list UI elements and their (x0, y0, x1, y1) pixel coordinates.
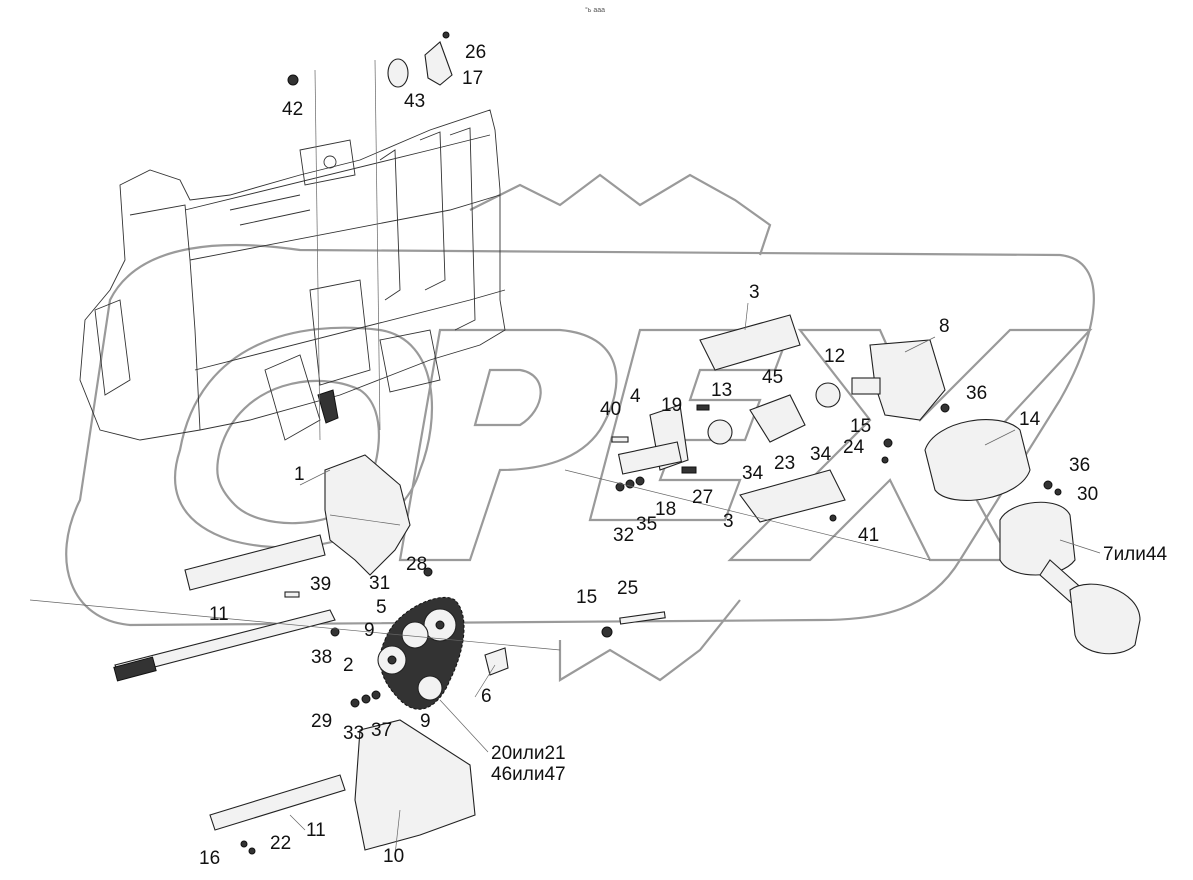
callout-label-17: 17 (462, 68, 483, 89)
callout-label-3b: 3 (723, 511, 734, 532)
callout-label-30: 30 (1077, 484, 1098, 505)
callout-label-15a: 15 (850, 416, 871, 437)
callout-label-20: 20или21 (491, 743, 566, 764)
callout-label-36a: 36 (966, 383, 987, 404)
callout-label-40: 40 (600, 399, 621, 420)
callout-label-38: 38 (311, 647, 332, 668)
header-mark: °ь ааа (585, 6, 605, 14)
callout-label-34a: 34 (810, 444, 832, 465)
pulley-part-14 (924, 419, 1031, 501)
cover-part-1 (324, 454, 411, 576)
callout-label-9b: 9 (420, 711, 431, 732)
callout-label-36b: 36 (1069, 455, 1090, 476)
callout-label-35: 35 (636, 514, 657, 535)
callout-label-7: 7или44 (1103, 544, 1167, 565)
callout-label-15b: 15 (576, 587, 597, 608)
callout-label-9a: 9 (364, 620, 375, 641)
callout-label-1: 1 (294, 464, 305, 485)
shaft-part-2 (113, 609, 336, 682)
driveshaft-part-7 (999, 480, 1141, 655)
callout-label-34b: 34 (742, 463, 764, 484)
callout-label-39: 39 (310, 574, 331, 595)
callout-label-22: 22 (270, 833, 291, 854)
shield-part-11-bottom (209, 774, 346, 855)
callout-label-23: 23 (774, 453, 795, 474)
callout-label-28: 28 (406, 554, 427, 575)
callout-label-31: 31 (369, 573, 390, 594)
callout-label-18: 18 (655, 499, 676, 520)
callout-label-37: 37 (371, 720, 392, 741)
callout-label-19: 19 (661, 395, 682, 416)
callout-label-2: 2 (343, 655, 354, 676)
callout-label-13: 13 (711, 380, 732, 401)
gearbox-assembly (611, 314, 950, 523)
callout-label-46: 46или47 (491, 764, 566, 785)
frame-housing (79, 59, 506, 441)
bolt-part-25 (601, 611, 666, 638)
callout-label-6: 6 (481, 686, 492, 707)
callout-label-32: 32 (613, 525, 634, 546)
callout-label-11b: 11 (306, 820, 326, 841)
callout-label-3a: 3 (749, 282, 760, 303)
callout-label-45: 45 (762, 367, 783, 388)
callout-label-16: 16 (199, 848, 220, 869)
bearing-parts-top (387, 31, 453, 88)
callout-label-4: 4 (630, 386, 641, 407)
callout-label-14: 14 (1019, 409, 1041, 430)
callout-label-42: 42 (282, 99, 303, 120)
callout-label-12: 12 (824, 346, 845, 367)
chain-drive (377, 596, 465, 710)
callout-label-24: 24 (843, 437, 865, 458)
callout-label-11a: 11 (209, 604, 229, 625)
small-parts-lower-left (284, 74, 509, 708)
callout-label-5: 5 (376, 597, 387, 618)
callout-label-25: 25 (617, 578, 638, 599)
callout-label-43: 43 (404, 91, 425, 112)
cover-part-10 (354, 719, 476, 851)
callout-label-10: 10 (383, 846, 404, 867)
callout-label-33: 33 (343, 723, 364, 744)
callout-label-41: 41 (858, 525, 879, 546)
leader-lines (29, 302, 1101, 856)
callout-label-27: 27 (692, 487, 713, 508)
callout-label-8: 8 (939, 316, 950, 337)
callout-label-26: 26 (465, 42, 486, 63)
callout-label-29: 29 (311, 711, 332, 732)
shield-part-11-top (184, 534, 326, 591)
